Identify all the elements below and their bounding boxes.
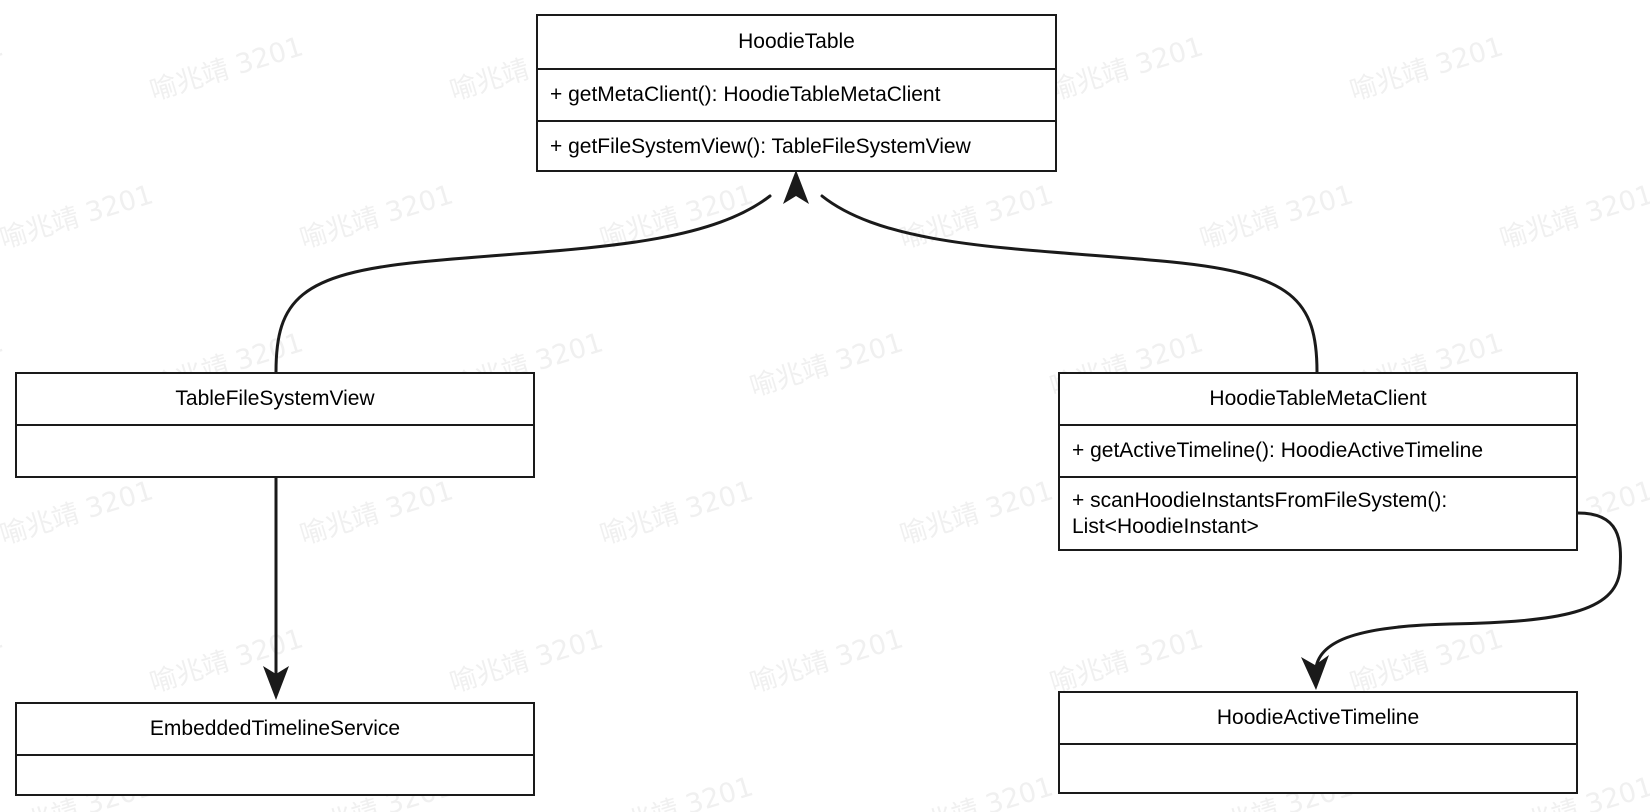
arrowhead-up-hoodietable bbox=[783, 170, 809, 204]
watermark-text: 喻兆靖 3201 bbox=[596, 179, 757, 256]
watermark-text: 喻兆靖 3201 bbox=[1046, 31, 1207, 108]
watermark-text: 喻兆靖 3201 bbox=[0, 475, 157, 552]
class-box-hoodie-active-timeline[interactable]: HoodieActiveTimeline bbox=[1058, 691, 1578, 794]
class-box-hoodie-table[interactable]: HoodieTable+ getMetaClient(): HoodieTabl… bbox=[536, 14, 1057, 172]
class-title-hoodie-table-meta-client: HoodieTableMetaClient bbox=[1060, 374, 1576, 426]
watermark-text: 喻兆靖 3201 bbox=[596, 771, 757, 812]
watermark-text: 喻兆靖 3201 bbox=[0, 31, 7, 107]
watermark-text: 喻兆靖 3201 bbox=[1046, 623, 1207, 700]
class-title-hoodie-table: HoodieTable bbox=[538, 16, 1055, 70]
watermark-text: 喻兆靖 3201 bbox=[446, 623, 607, 700]
watermark-text: 喻兆靖 3201 bbox=[1346, 31, 1507, 108]
watermark-text: 喻兆靖 3201 bbox=[146, 31, 307, 108]
class-compartment-hoodie-table-meta-client-0: + getActiveTimeline(): HoodieActiveTimel… bbox=[1060, 426, 1576, 478]
watermark-text: 喻兆靖 3201 bbox=[896, 179, 1057, 256]
class-compartment-hoodie-table-0: + getMetaClient(): HoodieTableMetaClient bbox=[538, 70, 1055, 122]
watermark-text: 喻兆靖 3201 bbox=[0, 327, 7, 403]
class-box-hoodie-table-meta-client[interactable]: HoodieTableMetaClient+ getActiveTimeline… bbox=[1058, 372, 1578, 551]
watermark-text: 喻兆靖 3201 bbox=[296, 179, 457, 256]
watermark-text: 喻兆靖 3201 bbox=[0, 179, 157, 256]
watermark-text: 喻兆靖 3201 bbox=[1196, 179, 1357, 256]
class-title-embedded-timeline-service: EmbeddedTimelineService bbox=[17, 704, 533, 756]
watermark-text: 喻兆靖 3201 bbox=[1496, 179, 1650, 256]
watermark-text: 喻兆靖 3201 bbox=[746, 623, 907, 700]
class-box-table-file-system-view[interactable]: TableFileSystemView bbox=[15, 372, 535, 478]
watermark-text: 喻兆靖 3201 bbox=[296, 475, 457, 552]
watermark-text: 喻兆靖 3201 bbox=[146, 623, 307, 700]
watermark-text: 喻兆靖 3201 bbox=[746, 327, 907, 404]
watermark-text: 喻兆靖 3201 bbox=[0, 623, 7, 699]
arrowhead-down-embeddedtimelineservice bbox=[263, 666, 289, 700]
class-compartment-hoodie-table-meta-client-1: + scanHoodieInstantsFromFileSystem(): Li… bbox=[1072, 488, 1448, 538]
class-compartment-hoodie-active-timeline-0 bbox=[1060, 745, 1576, 794]
watermark-text: 喻兆靖 3201 bbox=[596, 475, 757, 552]
watermark-text: 喻兆靖 3201 bbox=[1346, 623, 1507, 700]
watermark-text: 喻兆靖 3201 bbox=[896, 475, 1057, 552]
class-box-embedded-timeline-service[interactable]: EmbeddedTimelineService bbox=[15, 702, 535, 796]
arrowhead-down-hoodieactivetimeline bbox=[1301, 655, 1329, 690]
connector-tablefilesystemview-to-hoodietable bbox=[274, 194, 772, 374]
class-title-hoodie-active-timeline: HoodieActiveTimeline bbox=[1060, 693, 1576, 745]
connector-hoodietablemetaclient-to-hoodietable bbox=[820, 194, 1319, 374]
watermark-text: 喻兆靖 3201 bbox=[896, 771, 1057, 812]
class-compartment-embedded-timeline-service-0 bbox=[17, 756, 533, 796]
class-compartment-hoodie-table-1: + getFileSystemView(): TableFileSystemVi… bbox=[550, 135, 971, 159]
class-compartment-table-file-system-view-0 bbox=[17, 426, 533, 478]
class-title-table-file-system-view: TableFileSystemView bbox=[17, 374, 533, 426]
